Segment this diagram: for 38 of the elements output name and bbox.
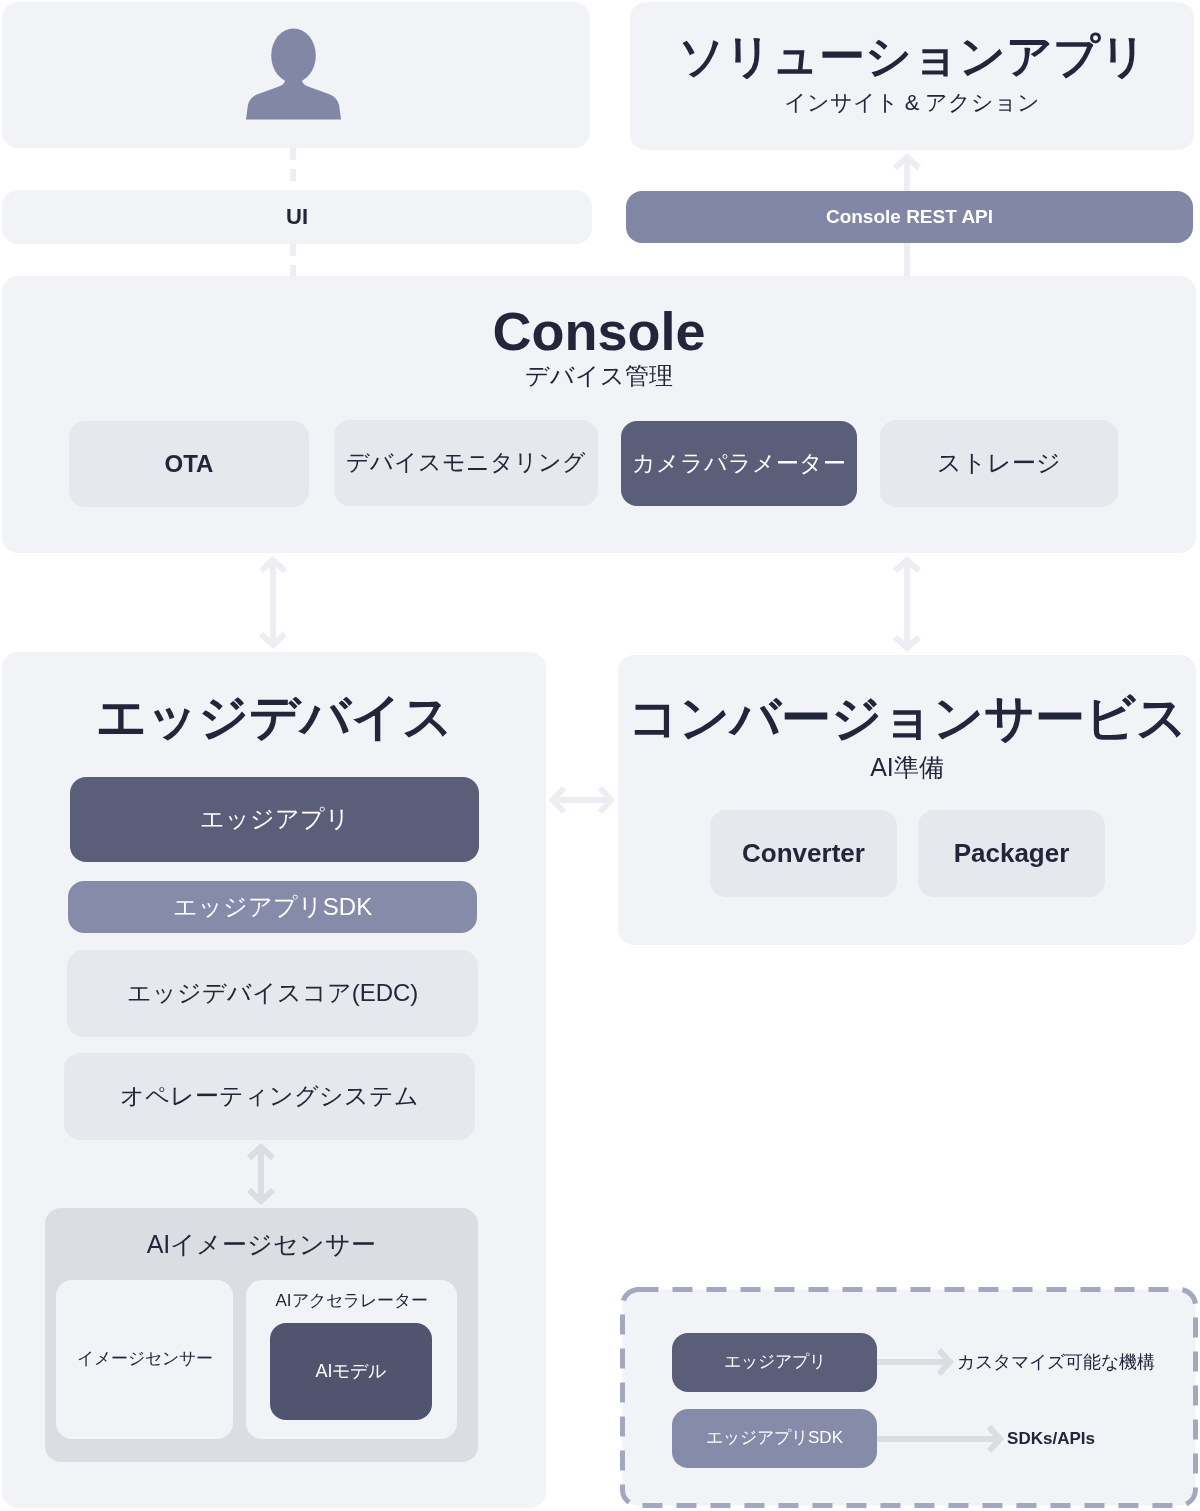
connector-line — [904, 243, 910, 276]
subtitle-text: AI準備 — [870, 752, 944, 782]
sensor-box — [45, 1208, 478, 1462]
arrow — [877, 1347, 953, 1377]
arrow — [877, 1424, 1004, 1454]
device-panel — [2, 652, 546, 1508]
service-panel — [618, 655, 1196, 945]
description-text: SDKs/APIs — [1007, 1429, 1095, 1449]
component-box — [246, 1280, 457, 1439]
tool-box: Packager — [918, 810, 1105, 897]
title-text: コンバージョンサービス — [627, 689, 1187, 748]
arrow — [892, 154, 922, 191]
module-box: ストレージ — [880, 420, 1118, 507]
user-box — [2, 2, 590, 148]
module-box: デバイスモニタリング — [334, 420, 598, 506]
heading-text: AIアクセラレーター — [275, 1290, 428, 1312]
platform-panel — [2, 276, 1196, 553]
title-text: ソリューションアプリ — [677, 29, 1147, 85]
legend-frame — [620, 1287, 1198, 1508]
layer-box: エッジデバイスコア(EDC) — [67, 950, 478, 1037]
model-box: AIモデル — [270, 1323, 432, 1420]
module-box: OTA — [69, 421, 309, 507]
sample-box: エッジアプリ — [672, 1333, 877, 1392]
subtitle-text: インサイト & アクション — [783, 89, 1041, 117]
title-text: Console — [492, 299, 706, 363]
description-text: カスタマイズ可能な機構 — [957, 1351, 1155, 1373]
tool-box: Converter — [710, 810, 897, 897]
interface-bar: UI — [2, 190, 592, 244]
title-text: エッジデバイス — [95, 688, 453, 747]
layer-box: エッジアプリ — [70, 777, 479, 862]
layer-box: オペレーティングシステム — [64, 1053, 475, 1140]
subtitle-text: デバイス管理 — [525, 361, 673, 391]
sample-box: エッジアプリSDK — [672, 1409, 877, 1468]
module-box: カメラパラメーター — [621, 421, 857, 506]
api-bar: Console REST API — [626, 191, 1193, 243]
component-box: イメージセンサー — [56, 1280, 233, 1439]
heading-text: AIイメージセンサー — [146, 1229, 377, 1259]
layer-box: エッジアプリSDK — [68, 881, 477, 933]
